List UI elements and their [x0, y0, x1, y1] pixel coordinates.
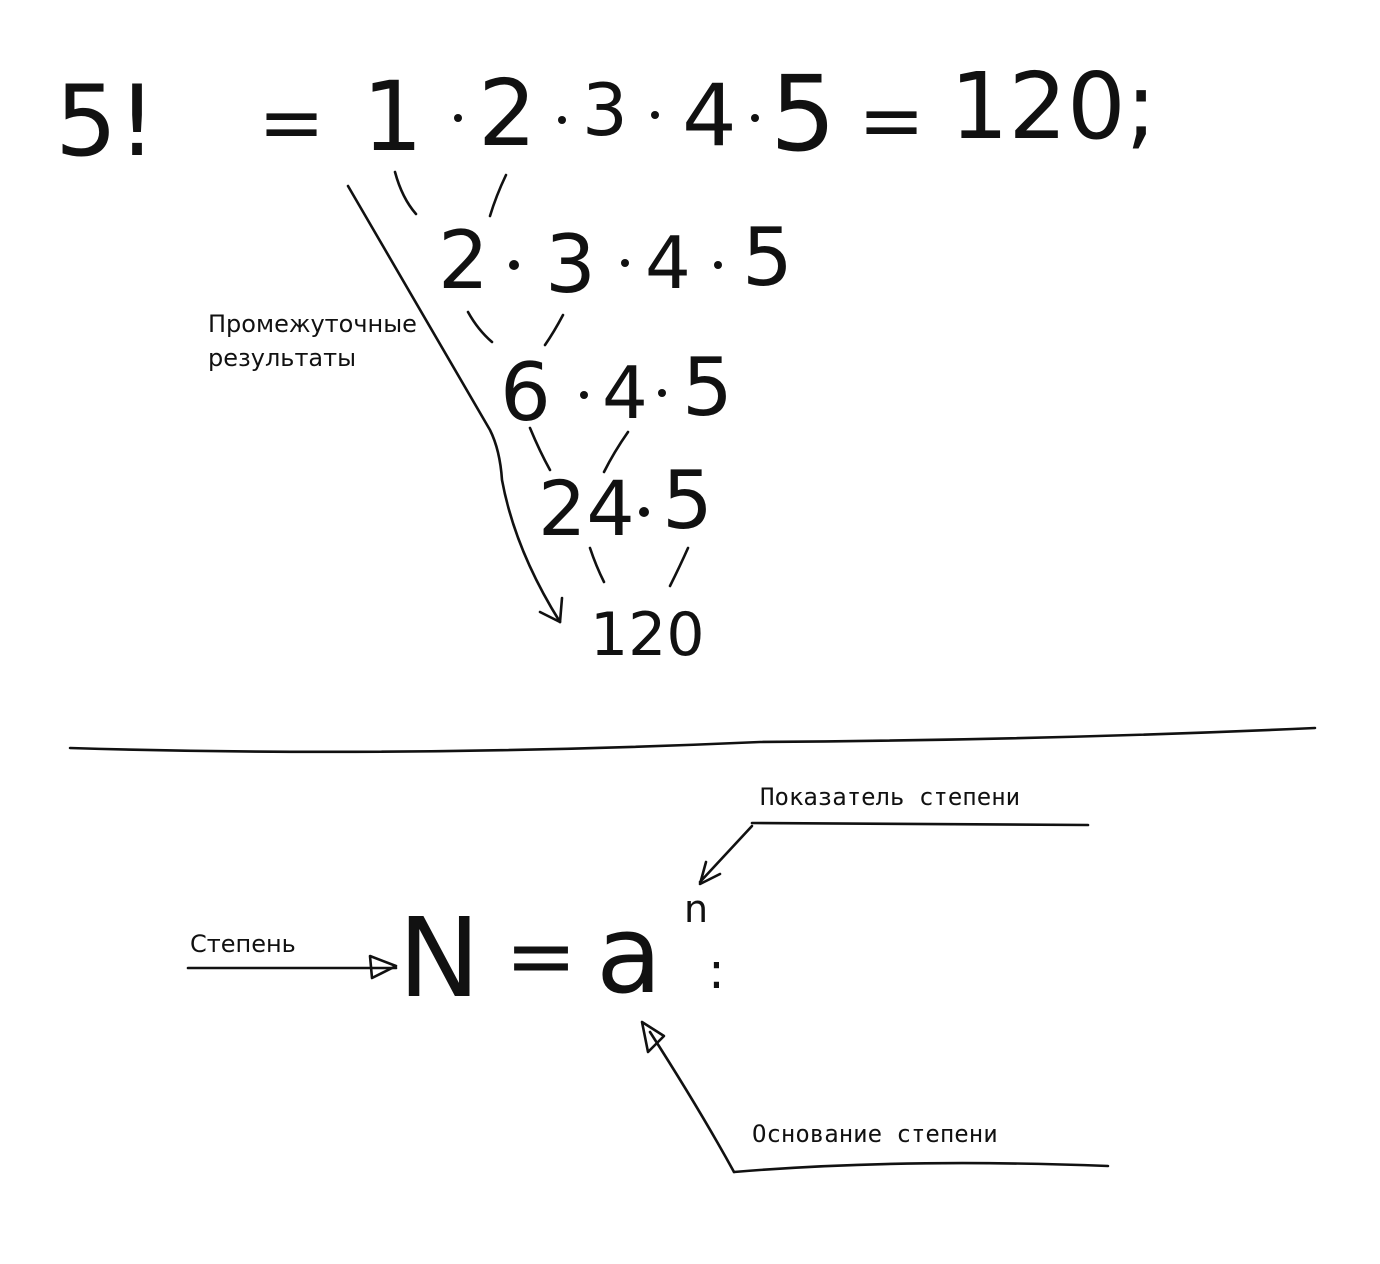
exponent-label-group: Показатель степени: [698, 783, 1090, 886]
equals-sign-2: =: [858, 74, 925, 167]
arrow-head-icon: [640, 1020, 666, 1054]
intermediate-row-4: 120: [590, 600, 705, 670]
row2-factor-3: 5: [682, 341, 733, 434]
row2-factor-1: 6: [500, 346, 551, 439]
intermediate-results-arrow: [346, 184, 564, 624]
mult-dot: [454, 114, 462, 122]
base-underline: [732, 1161, 1110, 1174]
mult-dot: [651, 111, 659, 119]
curved-arrow-line: [346, 184, 562, 624]
mult-dot: [714, 261, 722, 269]
final-result: 120: [590, 600, 705, 670]
power-value-N: N: [398, 894, 480, 1022]
arrow-head-icon: [698, 860, 722, 886]
mult-dot: [639, 507, 649, 517]
arrow-head-icon: [368, 954, 398, 980]
power-exponent: n: [684, 887, 708, 931]
exponent-label: Показатель степени: [760, 783, 1020, 811]
label-line-2: результаты: [208, 344, 356, 372]
tree-connectors: [393, 170, 690, 588]
mult-dot: [621, 259, 629, 267]
power-label: Степень: [190, 930, 296, 958]
mult-dot: [658, 389, 666, 397]
power-equals-sign: =: [505, 906, 577, 1006]
factor-4: 4: [682, 66, 737, 166]
intermediate-results-label: Промежуточные результаты: [208, 310, 417, 372]
mult-dot: [751, 114, 759, 122]
factorial-result: 120;: [950, 53, 1157, 160]
factor-3: 3: [582, 68, 628, 152]
power-colon: :: [708, 942, 725, 1000]
power-base: a: [596, 893, 662, 1018]
factor-2: 2: [478, 60, 537, 167]
base-label-group: Основание степени: [640, 1020, 1110, 1174]
exponent-underline: [750, 821, 1090, 827]
power-formula: N = a n :: [398, 887, 725, 1022]
factor-1: 1: [362, 61, 423, 173]
factorial-symbol: 5!: [55, 65, 157, 179]
mult-dot: [509, 260, 519, 270]
row3-factor-2: 5: [662, 454, 713, 547]
mult-dot: [580, 391, 588, 399]
intermediate-row-3: 24 5: [538, 454, 713, 553]
factorial-equation: 5! = 1 2 3 4 5 = 120;: [55, 53, 1157, 179]
base-label: Основание степени: [752, 1120, 998, 1148]
mult-dot: [558, 116, 566, 124]
equals-sign-1: =: [258, 76, 325, 169]
row1-factor-2: 3: [545, 218, 596, 311]
power-label-group: Степень: [186, 930, 398, 980]
section-divider: [68, 726, 1317, 754]
base-arrow-line: [648, 1030, 736, 1174]
factor-5: 5: [770, 53, 836, 175]
row1-factor-3: 4: [645, 221, 691, 305]
row1-factor-4: 5: [742, 211, 793, 304]
intermediate-row-2: 6 4 5: [500, 341, 733, 439]
row3-factor-1: 24: [538, 464, 635, 553]
row2-factor-2: 4: [602, 351, 648, 435]
row1-factor-1: 2: [438, 214, 489, 307]
arrow-head-icon: [538, 596, 564, 624]
exponent-arrow-line: [698, 824, 754, 884]
label-line-1: Промежуточные: [208, 310, 417, 338]
intermediate-row-1: 2 3 4 5: [438, 211, 793, 311]
